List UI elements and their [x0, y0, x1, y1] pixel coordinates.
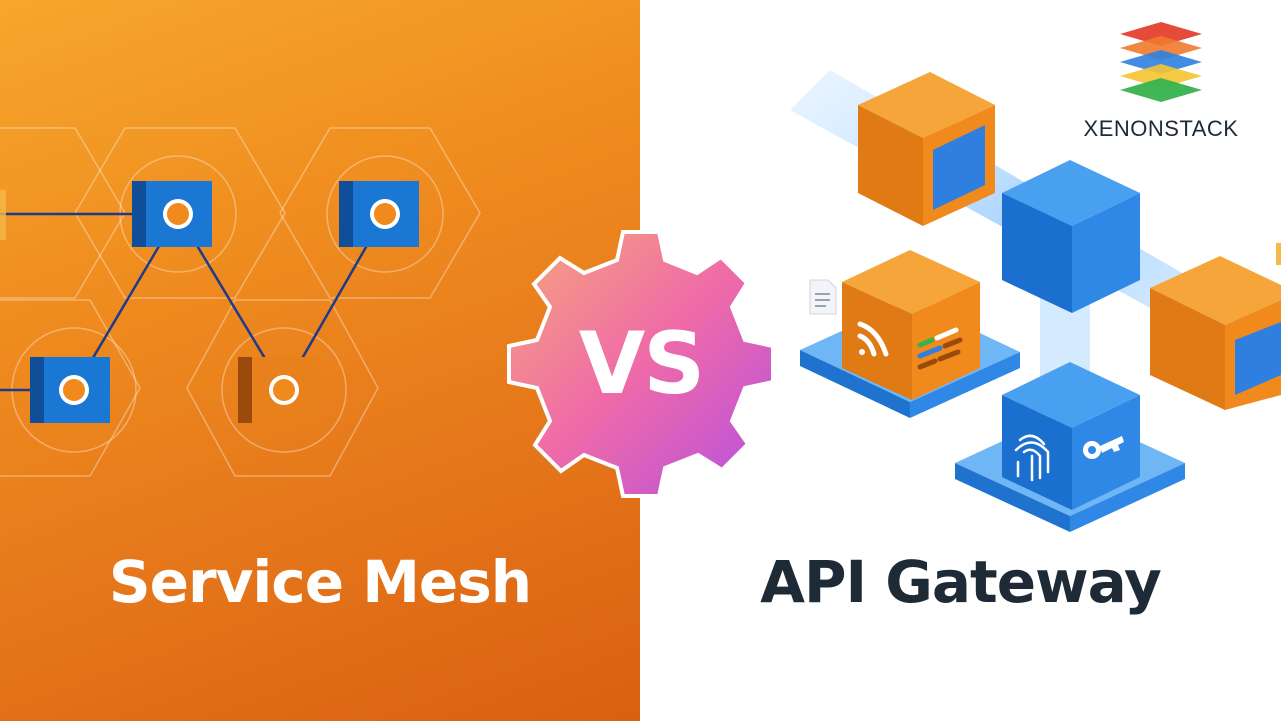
hex-outline [0, 299, 141, 477]
brand-name: XENONSTACK [1083, 116, 1239, 141]
api-gateway-title: API Gateway [760, 548, 1162, 616]
document-icon [809, 279, 837, 315]
xenonstack-logo-icon [1120, 22, 1202, 102]
service-mesh-title: Service Mesh [108, 548, 532, 616]
gateway-illustration [790, 70, 1281, 532]
mesh-node-1 [132, 181, 212, 247]
mesh-node-4 [238, 357, 318, 423]
gear-icon [507, 230, 775, 498]
orange-cube-right [1150, 256, 1281, 410]
blue-cube-center [1002, 160, 1140, 313]
blue-cube-bottom [1002, 362, 1140, 510]
key-icon [1083, 436, 1124, 459]
hex-outline [186, 299, 379, 477]
fingerprint-icon [1014, 434, 1050, 482]
hex-outline [279, 127, 481, 299]
wifi-icon [857, 321, 889, 357]
vs-text: VS [578, 314, 706, 414]
mesh-node-2 [339, 181, 419, 247]
vs-badge: VS [503, 226, 779, 502]
code-lines-icon [917, 327, 963, 370]
orange-cube-left [842, 250, 980, 400]
mesh-node-3 [30, 357, 110, 423]
mesh-illustration [0, 127, 481, 477]
hex-outline [0, 127, 126, 299]
brand: XENONSTACK [1066, 20, 1256, 150]
orange-cube-top [858, 72, 995, 226]
